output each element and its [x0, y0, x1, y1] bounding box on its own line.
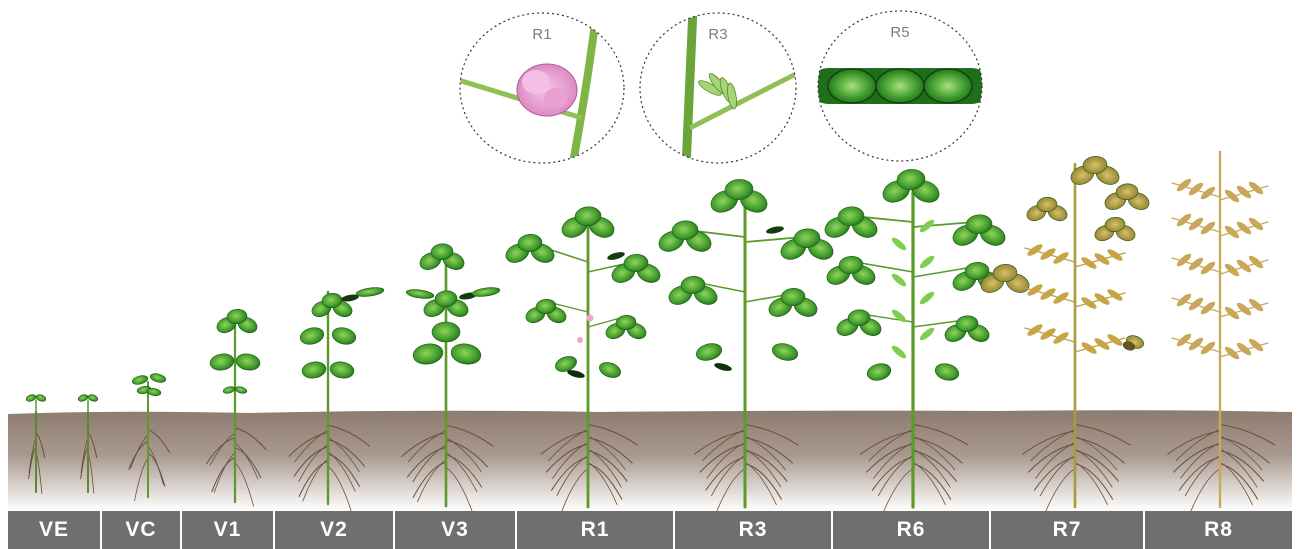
inset-label-r5: R5 [890, 24, 909, 41]
magnified-insets: R1 R3 R5 [452, 8, 990, 168]
stage-label-r6: R6 [833, 511, 989, 549]
stage-label-r8: R8 [1145, 511, 1292, 549]
soil [8, 410, 1292, 511]
stage-label-v1: V1 [182, 511, 273, 549]
inset-r1: R1 [452, 8, 624, 168]
inset-r5: R5 [810, 11, 990, 161]
stage-label-v3: V3 [395, 511, 515, 549]
inset-label-r1: R1 [532, 26, 551, 43]
stage-label-r3: R3 [675, 511, 831, 549]
stage-label-v2: V2 [275, 511, 393, 549]
stage-label-r7: R7 [991, 511, 1143, 549]
stage-label-r1: R1 [517, 511, 673, 549]
inset-label-r3: R3 [708, 26, 727, 43]
stage-label-vc: VC [102, 511, 180, 549]
stage-label-ve: VE [8, 511, 100, 549]
growth-stage-bar: VEVCV1V2V3R1R3R6R7R8 [0, 511, 1299, 549]
inset-r3: R3 [640, 8, 808, 168]
